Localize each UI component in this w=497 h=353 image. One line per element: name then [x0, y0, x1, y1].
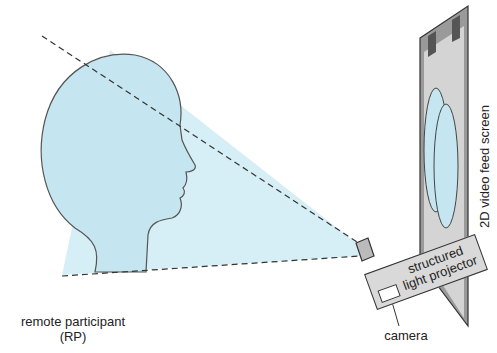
screen-tab	[428, 31, 436, 57]
screen-label: 2D video feed screen	[476, 105, 491, 228]
face-image	[434, 104, 458, 228]
leader-line	[392, 302, 399, 326]
cone-edge	[42, 36, 360, 244]
screen-tab	[452, 15, 460, 42]
camera-box	[377, 284, 400, 303]
participant-label: remote participant (RP)	[8, 314, 138, 344]
camera-label: camera	[376, 328, 436, 343]
head-silhouette	[41, 54, 195, 272]
projector-lens	[356, 238, 374, 261]
cone-edge	[62, 256, 360, 276]
